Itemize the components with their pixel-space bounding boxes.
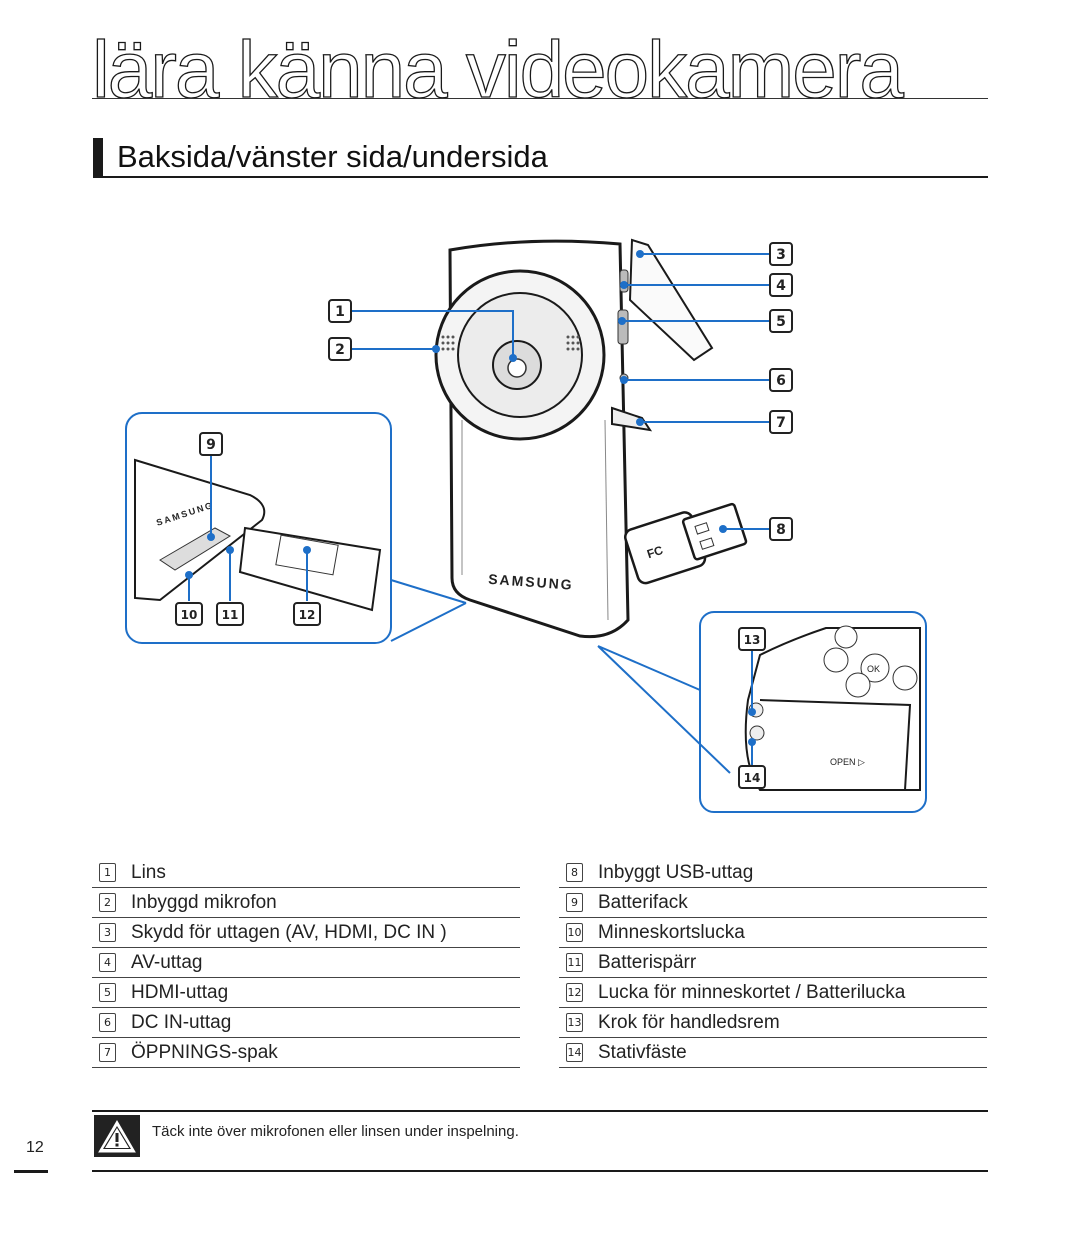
svg-text:13: 13 — [744, 633, 761, 647]
svg-text:11: 11 — [222, 608, 239, 622]
legend-item: 5 HDMI-uttag — [92, 978, 520, 1008]
legend-item: 6 DC IN-uttag — [92, 1008, 520, 1038]
brand-logo: SAMSUNG — [488, 571, 574, 593]
legend-number: 2 — [99, 893, 116, 912]
svg-text:7: 7 — [776, 415, 786, 431]
legend-label: Stativfäste — [598, 1041, 687, 1063]
legend-label: Lins — [131, 861, 166, 883]
svg-text:OK: OK — [867, 664, 880, 674]
svg-text:9: 9 — [206, 437, 216, 453]
svg-text:5: 5 — [776, 314, 786, 330]
callout-5: 5 — [769, 309, 793, 333]
legend-item: 14 Stativfäste — [559, 1038, 987, 1068]
legend-number: 7 — [99, 1043, 116, 1062]
chapter-title: lära känna videokamera — [91, 25, 904, 114]
legend-number: 3 — [99, 923, 116, 942]
fc-mark: FC — [645, 543, 665, 561]
usb-connector: FC — [624, 502, 748, 585]
legend-item: 7 ÖPPNINGS-spak — [92, 1038, 520, 1068]
note-divider-bottom — [92, 1170, 988, 1172]
legend-number: 11 — [566, 953, 583, 972]
callout-11: 11 — [216, 602, 244, 626]
warning-note: Täck inte över mikrofonen eller linsen u… — [152, 1123, 519, 1140]
page-number: 12 — [26, 1139, 44, 1156]
svg-text:10: 10 — [181, 608, 198, 622]
legend-label: HDMI-uttag — [131, 981, 229, 1003]
legend-number: 14 — [566, 1043, 583, 1062]
callout-9: 9 — [199, 432, 223, 456]
legend-label: Batterispärr — [598, 951, 697, 973]
legend-item: 2 Inbyggd mikrofon — [92, 888, 520, 918]
callout-2: 2 — [328, 337, 352, 361]
svg-text:3: 3 — [776, 247, 786, 263]
camera-figure: FC SAMSUNG SAMSUNG OK OPEN ▷ — [125, 238, 927, 813]
legend-item: 9 Batterifack — [559, 888, 987, 918]
callout-7: 7 — [769, 410, 793, 434]
chapter-divider — [92, 98, 988, 99]
section-marker — [93, 138, 103, 176]
legend-number: 10 — [566, 923, 583, 942]
legend-right: 8 Inbyggt USB-uttag 9 Batterifack 10 Minnes… — [559, 858, 987, 1068]
legend-label: Krok för handledsrem — [598, 1011, 780, 1033]
callout-13: 13 — [738, 627, 766, 651]
svg-text:14: 14 — [744, 771, 761, 785]
callout-4: 4 — [769, 273, 793, 297]
callout-6: 6 — [769, 368, 793, 392]
legend-item: 3 Skydd för uttagen (AV, HDMI, DC IN ) — [92, 918, 520, 948]
svg-text:OPEN ▷: OPEN ▷ — [830, 757, 865, 767]
svg-text:4: 4 — [776, 278, 786, 294]
legend-item: 13 Krok för handledsrem — [559, 1008, 987, 1038]
legend-item: 11 Batterispärr — [559, 948, 987, 978]
page-number-rule — [14, 1170, 48, 1173]
legend-label: Inbyggt USB-uttag — [598, 861, 754, 883]
legend-item: 1 Lins — [92, 858, 520, 888]
callout-14: 14 — [738, 765, 766, 789]
legend-number: 12 — [566, 983, 583, 1002]
legend-number: 6 — [99, 1013, 116, 1032]
legend-number: 9 — [566, 893, 583, 912]
legend-item: 8 Inbyggt USB-uttag — [559, 858, 987, 888]
legend-number: 1 — [99, 863, 116, 882]
legend-label: DC IN-uttag — [131, 1011, 232, 1033]
svg-text:1: 1 — [335, 304, 345, 320]
legend-label: Minneskortslucka — [598, 921, 745, 943]
callout-10: 10 — [175, 602, 203, 626]
section-title: Baksida/vänster sida/undersida — [117, 139, 548, 174]
port-cover — [628, 238, 714, 362]
legend-item: 10 Minneskortslucka — [559, 918, 987, 948]
svg-text:2: 2 — [335, 342, 345, 358]
legend-label: Skydd för uttagen (AV, HDMI, DC IN ) — [131, 921, 447, 943]
legend-left: 1 Lins 2 Inbyggd mikrofon 3 Skydd för uttag… — [92, 858, 520, 1068]
legend-label: ÖPPNINGS-spak — [131, 1041, 278, 1063]
legend-label: Inbyggd mikrofon — [131, 891, 277, 913]
callout-12: 12 — [293, 602, 321, 626]
legend-number: 4 — [99, 953, 116, 972]
legend-item: 4 AV-uttag — [92, 948, 520, 978]
callout-1: 1 — [328, 299, 352, 323]
callout-3: 3 — [769, 242, 793, 266]
legend-label: AV-uttag — [131, 951, 203, 973]
microphone-grille — [441, 335, 580, 351]
legend-number: 5 — [99, 983, 116, 1002]
warning-icon — [94, 1115, 140, 1157]
legend-item: 12 Lucka för minneskortet / Batterilucka — [559, 978, 987, 1008]
svg-text:12: 12 — [299, 608, 316, 622]
legend-number: 8 — [566, 863, 583, 882]
callout-8: 8 — [769, 517, 793, 541]
note-divider-top — [92, 1110, 988, 1112]
svg-text:8: 8 — [776, 522, 786, 538]
svg-text:6: 6 — [776, 373, 786, 389]
legend-label: Lucka för minneskortet / Batterilucka — [598, 981, 906, 1003]
legend-label: Batterifack — [598, 891, 688, 913]
section-divider — [93, 176, 988, 178]
legend-number: 13 — [566, 1013, 583, 1032]
